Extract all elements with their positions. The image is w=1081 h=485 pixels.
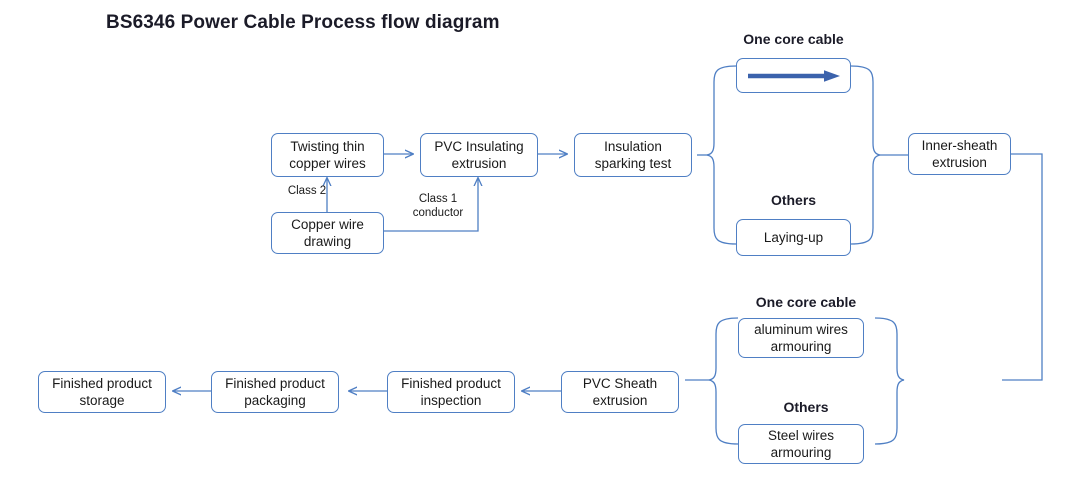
connector-inner-sheath-to-lower-group xyxy=(1002,153,1043,381)
node-label: Laying-up xyxy=(763,230,824,245)
node-one-core-cable-passthrough[interactable] xyxy=(736,58,851,93)
brace-bottom-right xyxy=(874,317,905,445)
group-label-top-one-core-cable: One core cable xyxy=(743,31,844,47)
brace-top-right xyxy=(850,65,881,245)
edge-label-class-2: Class 2 xyxy=(287,185,327,197)
group-label-bottom-one-core-cable: One core cable xyxy=(755,294,857,310)
brace-bottom-left xyxy=(708,317,739,445)
right-arrow-icon xyxy=(747,69,840,82)
group-label-bottom-others: Others xyxy=(783,399,829,415)
node-laying-up[interactable]: Laying-up xyxy=(736,219,851,256)
group-label-top-others: Others xyxy=(770,192,817,208)
page-title: BS6346 Power Cable Process flow diagram xyxy=(106,12,500,33)
brace-top-left xyxy=(706,65,737,245)
